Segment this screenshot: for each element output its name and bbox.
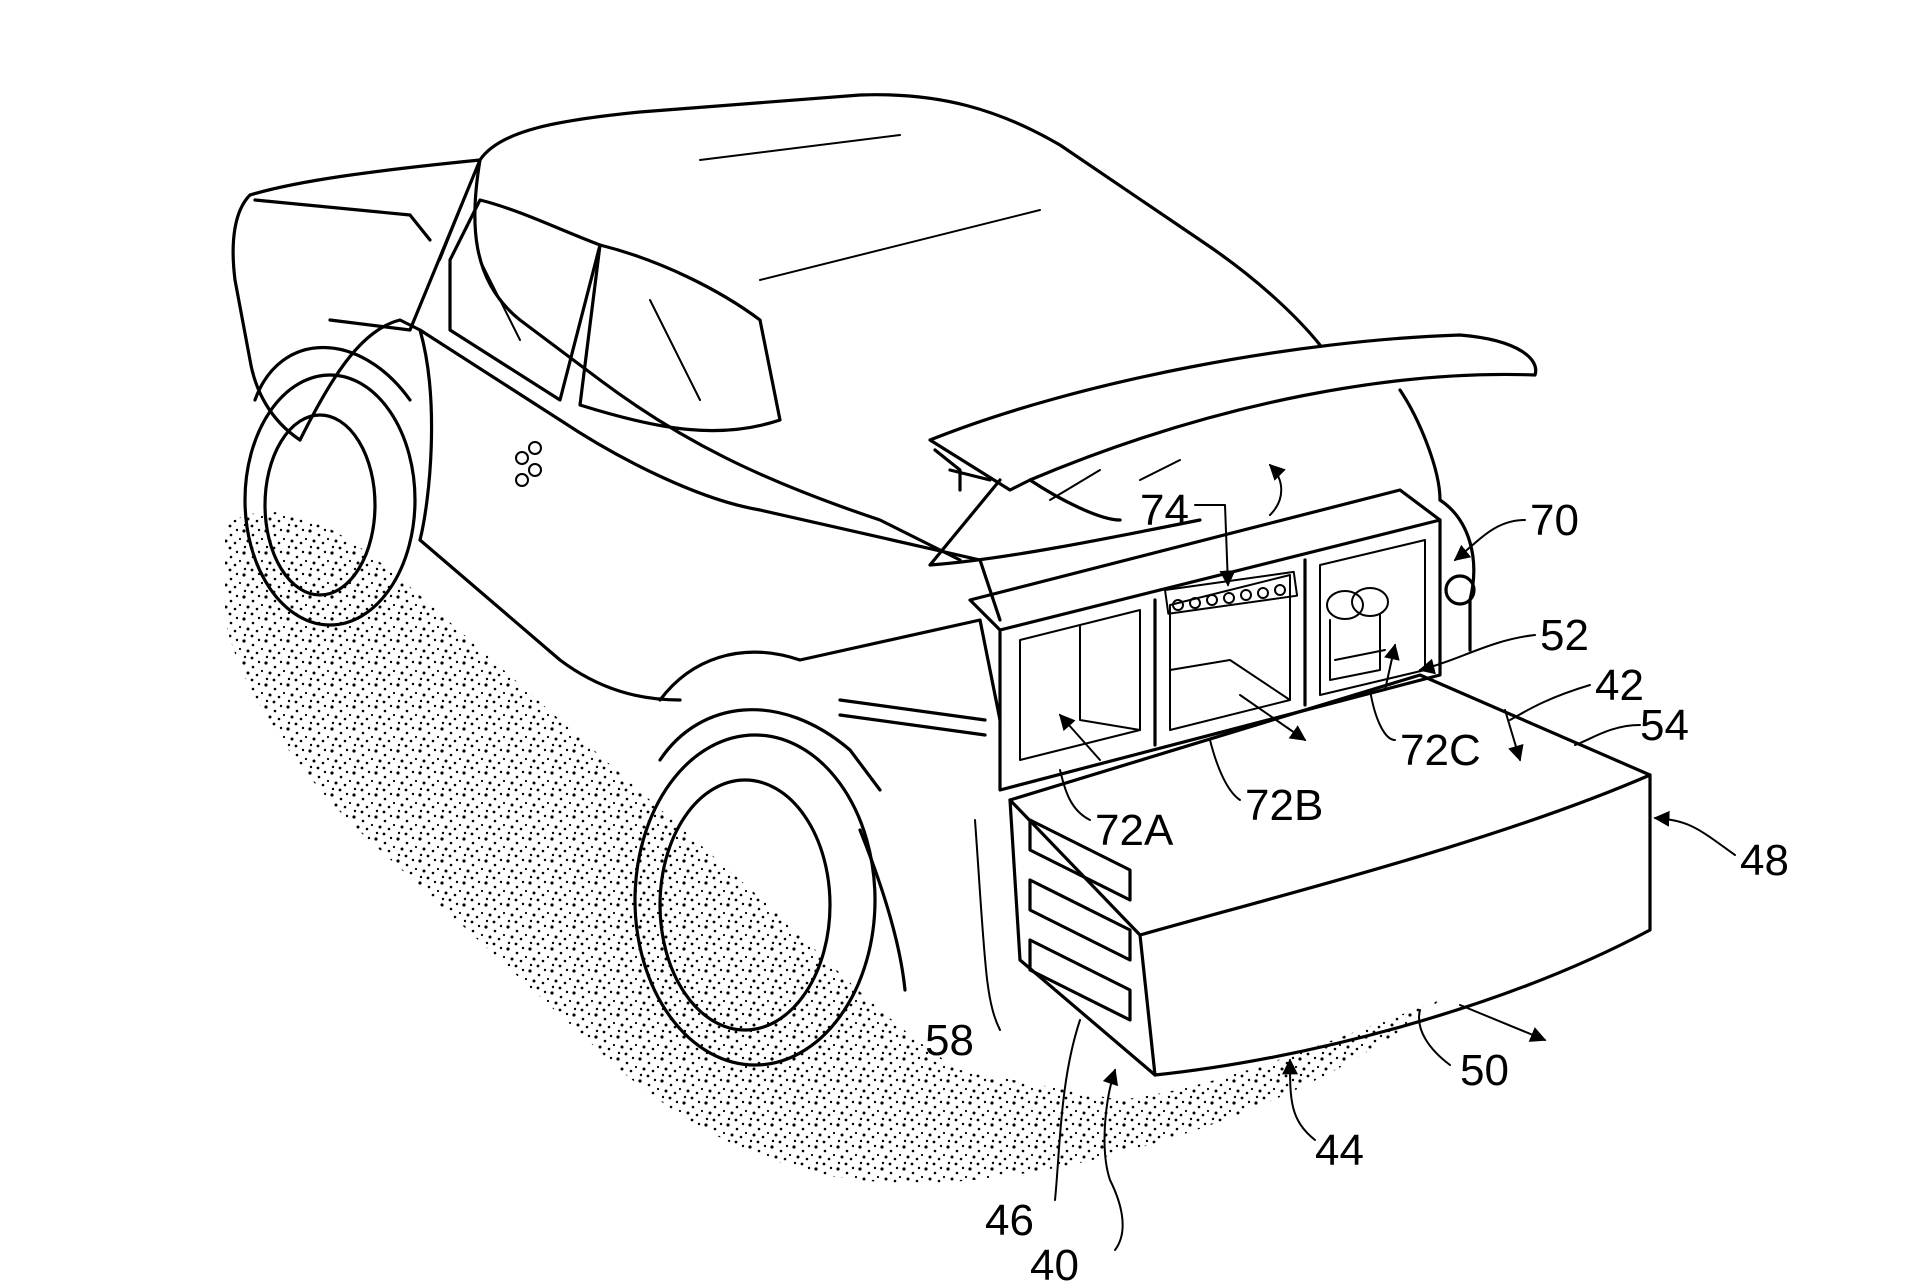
label-74: 74 (1140, 486, 1189, 535)
leader-72B (1209, 739, 1241, 801)
leader-72C (1369, 689, 1396, 741)
label-54: 54 (1640, 701, 1689, 750)
label-52: 52 (1540, 611, 1589, 660)
rear-wheel (633, 708, 907, 1067)
leader-72A (1059, 769, 1091, 821)
drawer-top (1008, 673, 1652, 937)
cargo-frame (998, 518, 1442, 792)
hood-outline (231, 158, 482, 442)
leader-54 (1574, 724, 1641, 746)
leader-40 (1102, 1068, 1124, 1251)
leader-70 (1453, 519, 1526, 561)
leader-44 (1282, 1058, 1316, 1141)
label-46: 46 (985, 1196, 1034, 1245)
leader-52 (1418, 634, 1536, 675)
leader-74 (1194, 504, 1236, 587)
label-72A: 72A (1095, 806, 1174, 855)
roof-outline (478, 93, 1322, 347)
label-72C: 72C (1400, 726, 1481, 775)
label-50: 50 (1460, 1046, 1509, 1095)
ground-shadow (225, 512, 1440, 1184)
vehicle-body (231, 93, 1476, 737)
label-42: 42 (1595, 661, 1644, 710)
side-window-front (448, 198, 602, 402)
label-72B: 72B (1245, 781, 1323, 830)
leader-lines (974, 504, 1736, 1251)
front-wheel (243, 345, 417, 627)
leader-46 (1054, 1019, 1081, 1201)
drawer-slide-arrow (1459, 1004, 1547, 1042)
label-58: 58 (925, 1016, 974, 1065)
drawer-front (1138, 773, 1652, 1077)
leader-58 (974, 819, 1001, 1031)
motion-arrows (1058, 463, 1547, 1042)
label-70: 70 (1530, 496, 1579, 545)
appliance (1326, 587, 1389, 681)
hatch-open-arrow (1268, 463, 1286, 516)
label-44: 44 (1315, 1126, 1364, 1175)
label-48: 48 (1740, 836, 1789, 885)
leader-48 (1653, 810, 1736, 856)
label-40: 40 (1030, 1241, 1079, 1285)
open-hatch (928, 333, 1538, 567)
leader-42 (1509, 684, 1591, 721)
reference-numerals: 70 74 52 42 54 48 72A 72B 72C 58 50 44 4… (925, 486, 1789, 1285)
slide-out-drawer (1008, 673, 1652, 1077)
cargo-module (968, 488, 1442, 792)
side-window-rear (578, 243, 782, 433)
leader-50 (1418, 1009, 1451, 1066)
